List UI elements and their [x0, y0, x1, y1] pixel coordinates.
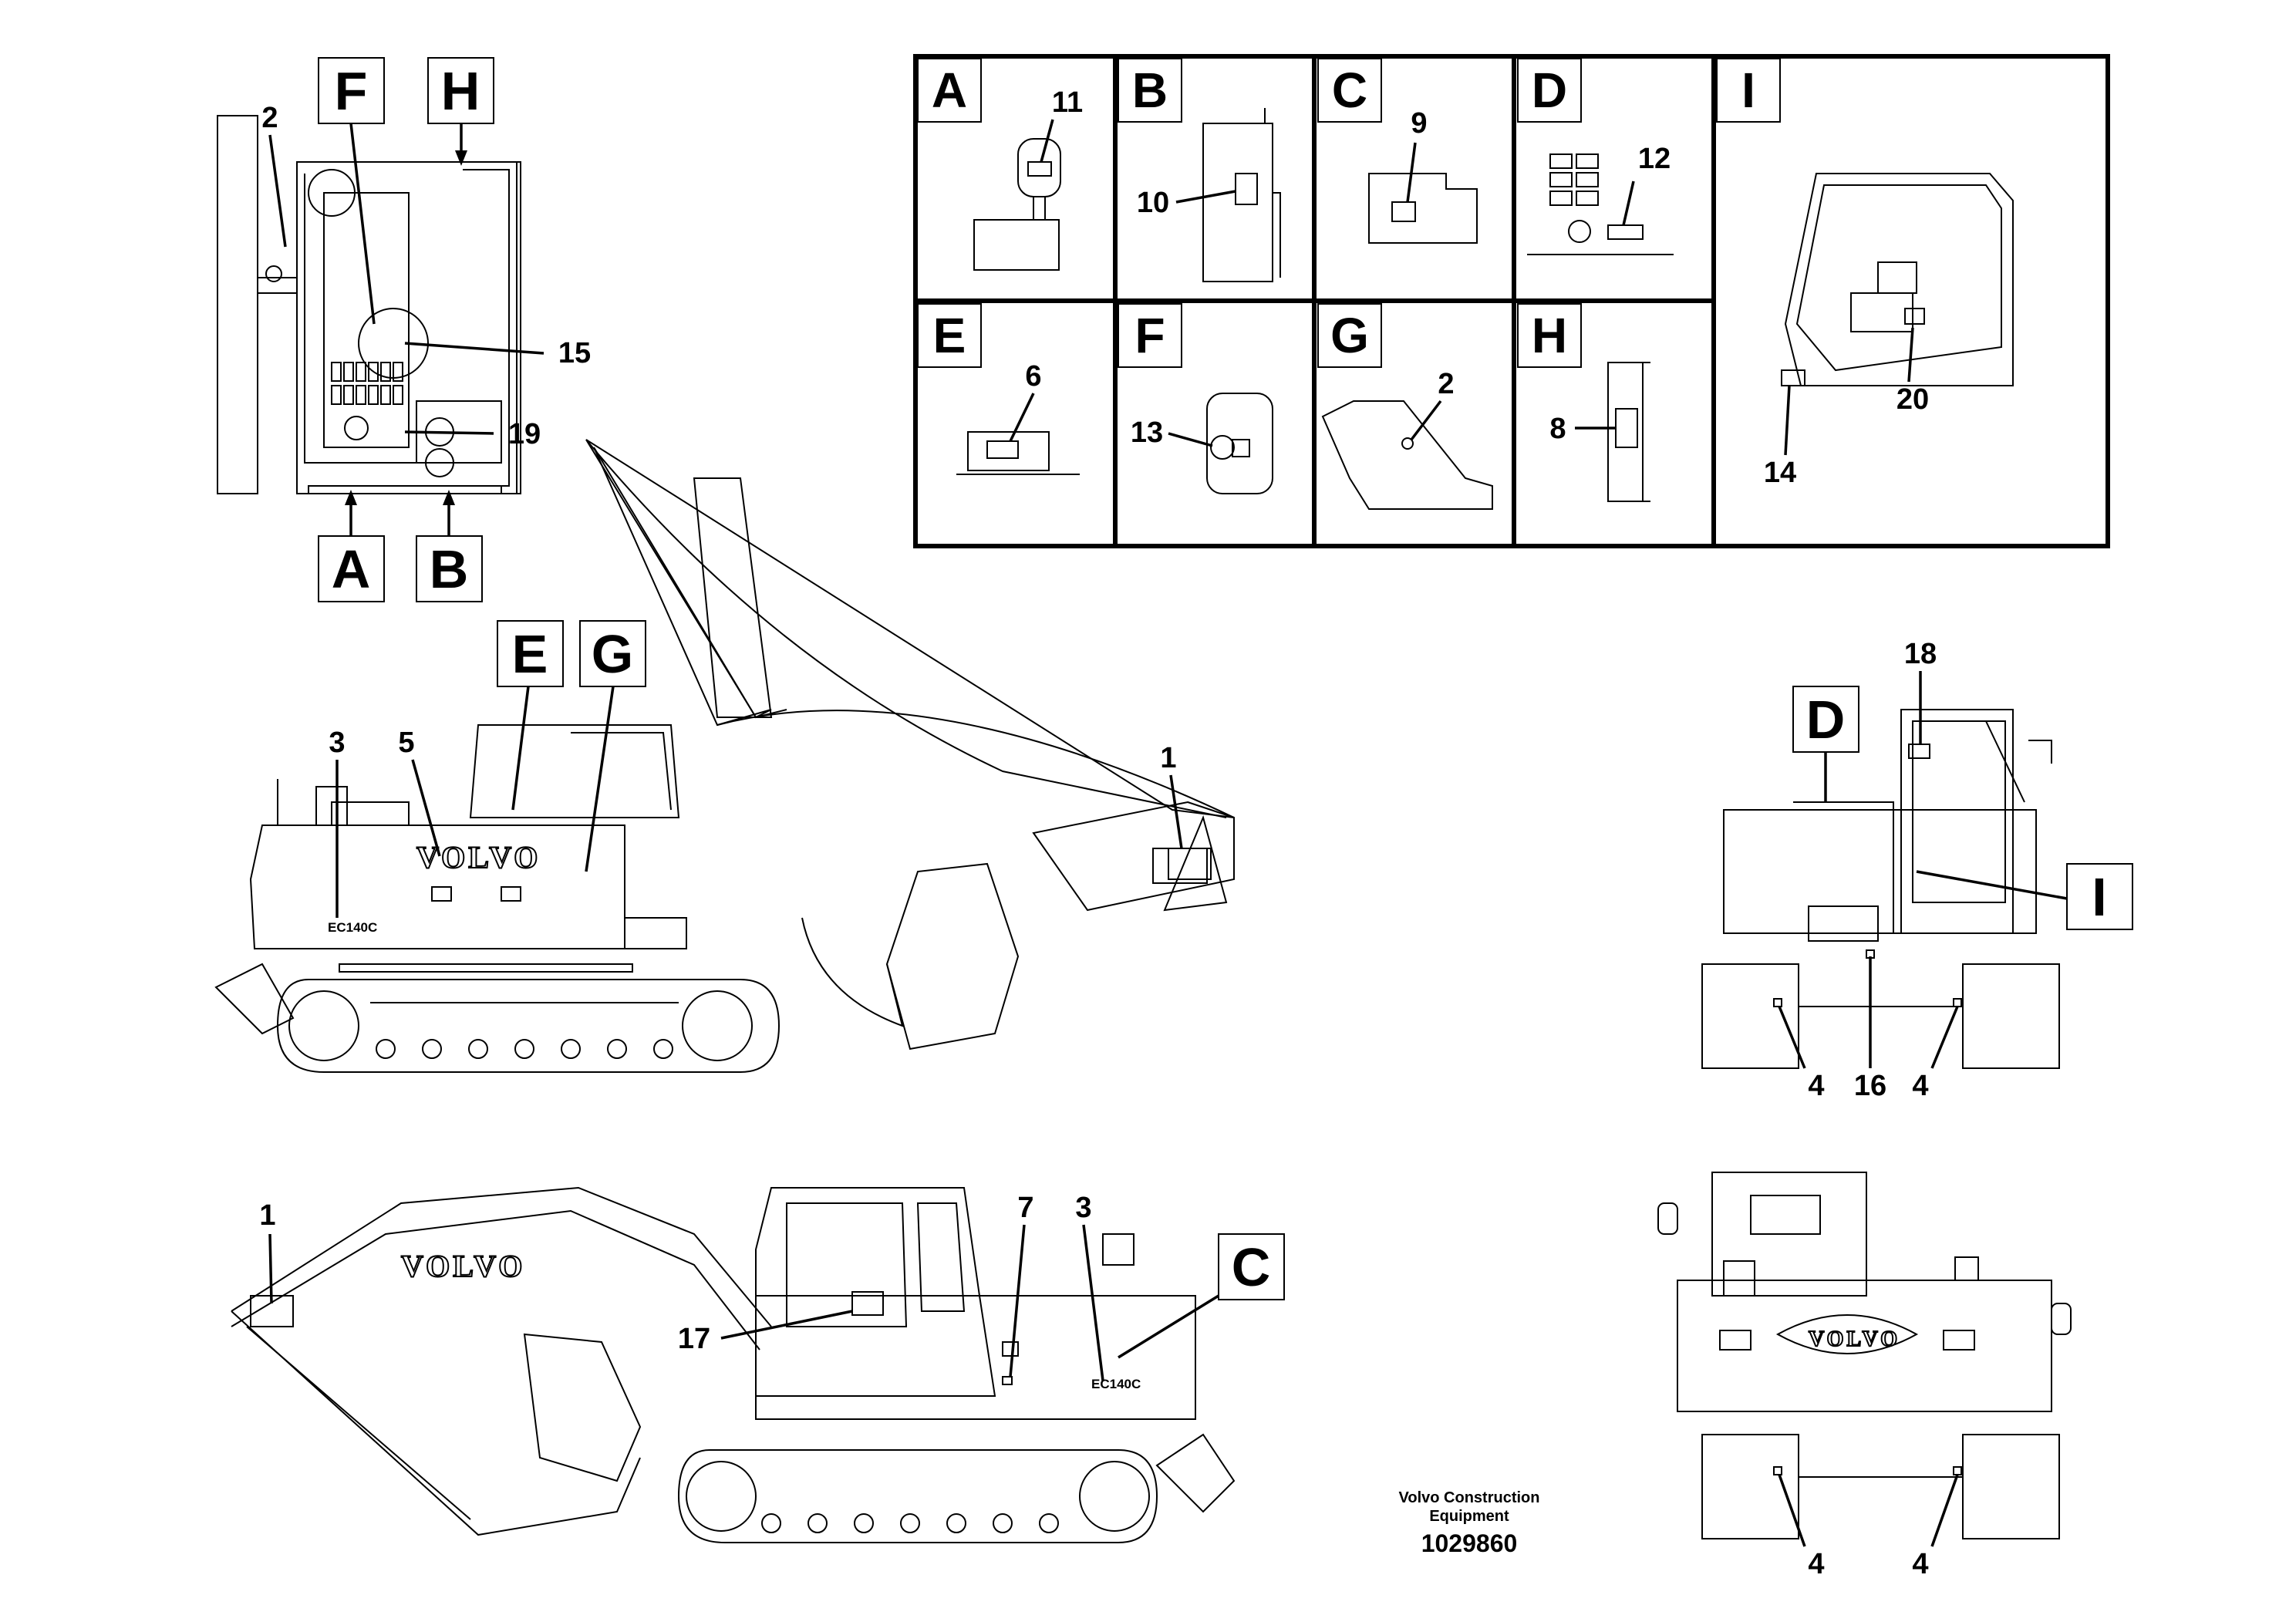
panel-f-letter: F: [1135, 308, 1165, 363]
panel-i-callout-20: 20: [1896, 383, 1929, 416]
right-side-callouts: C 1 17 7 3: [259, 1192, 1285, 1381]
top-view: [217, 115, 521, 494]
letter-e-side: E: [512, 624, 548, 684]
panel-e-callout-6: 6: [1025, 360, 1041, 393]
panel-c-callout-9: 9: [1411, 107, 1427, 140]
callout-15-top: 15: [558, 337, 591, 369]
panel-b-letter: B: [1132, 62, 1168, 118]
panel-d-callout-12: 12: [1638, 143, 1671, 175]
rear-callout-16: 16: [1854, 1070, 1886, 1102]
panel-g-letter: G: [1330, 308, 1369, 363]
company-name-line1: Volvo Construction: [1399, 1489, 1540, 1506]
front-view: VOLVO: [1657, 1172, 2072, 1539]
top-view-callouts: F H A B 2 15 19: [261, 57, 591, 602]
letter-g-side: G: [592, 624, 633, 684]
right-callout-7: 7: [1017, 1192, 1033, 1224]
callout-19-top: 19: [508, 418, 541, 450]
panel-g-callout-2: 2: [1438, 368, 1454, 400]
right-brand-logo-boom: VOLVO: [401, 1249, 525, 1283]
panel-f-callout-13: 13: [1131, 416, 1163, 449]
letter-a-top: A: [332, 539, 371, 599]
drawing-number: 1029860: [1421, 1529, 1518, 1557]
panel-b-callout-10: 10: [1137, 187, 1169, 219]
front-brand-logo: VOLVO: [1809, 1327, 1900, 1351]
front-callout-4-right: 4: [1912, 1548, 1928, 1580]
rear-callout-4-right: 4: [1912, 1070, 1928, 1102]
left-callout-1: 1: [1160, 742, 1176, 774]
callout-2-top: 2: [261, 102, 278, 134]
front-view-callouts: 4 4: [1778, 1474, 1959, 1580]
right-callout-3: 3: [1075, 1192, 1091, 1224]
letter-i-rear: I: [2092, 867, 2106, 927]
panel-e-letter: E: [933, 308, 966, 363]
left-side-view: VOLVO EC140C: [214, 439, 1235, 1073]
front-callout-4-left: 4: [1808, 1548, 1824, 1580]
rear-callout-4-left: 4: [1808, 1070, 1824, 1102]
rear-view-callouts: D I 18 4 16 4: [1778, 638, 2133, 1102]
company-name-line2: Equipment: [1429, 1508, 1509, 1525]
panel-i-callout-14: 14: [1764, 457, 1796, 489]
right-callout-17: 17: [678, 1323, 710, 1355]
right-model-label: EC140C: [1091, 1377, 1141, 1391]
footer: Volvo Construction Equipment 1029860: [1399, 1489, 1540, 1557]
letter-b-top: B: [430, 539, 469, 599]
left-side-callouts: E G 3 5 1: [329, 620, 1183, 918]
left-model-label: EC140C: [328, 920, 377, 935]
right-callout-1: 1: [259, 1199, 275, 1232]
letter-h-top: H: [441, 61, 480, 121]
panel-h-letter: H: [1532, 308, 1567, 363]
panel-c-letter: C: [1332, 62, 1367, 118]
rear-callout-18: 18: [1904, 638, 1937, 670]
letter-c-side: C: [1232, 1237, 1271, 1297]
letter-d-rear: D: [1806, 690, 1846, 750]
right-side-view: VOLVO EC140C: [231, 1186, 1236, 1543]
panel-h-callout-8: 8: [1549, 413, 1566, 445]
left-callout-3: 3: [329, 727, 345, 759]
panel-d-letter: D: [1532, 62, 1567, 118]
panel-a-letter: A: [932, 62, 967, 118]
detail-panels: A 11 B 10 C 9 D 12 I: [913, 54, 2110, 548]
left-callout-5: 5: [398, 727, 414, 759]
letter-f-top: F: [335, 61, 368, 121]
panel-i-letter: I: [1741, 62, 1755, 118]
panel-a-callout-11: 11: [1052, 86, 1083, 119]
